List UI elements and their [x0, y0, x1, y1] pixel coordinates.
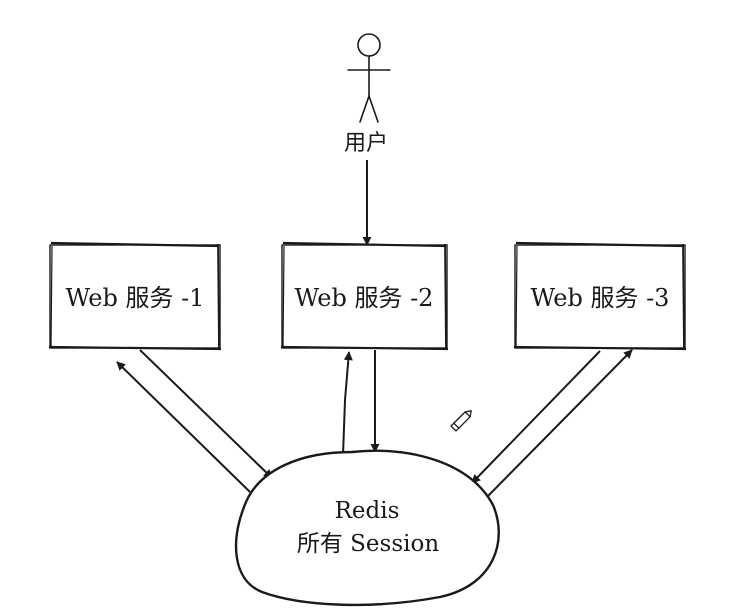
- web-service-label-3: Web 服务 -3: [531, 284, 670, 312]
- web-service-box-2: [280, 241, 449, 351]
- redis-store-shape: [234, 449, 500, 607]
- web-service-box-1: [48, 241, 222, 351]
- user-actor: [347, 33, 391, 123]
- redis-to-web3-arrow: [487, 349, 633, 497]
- redis-title: Redis: [335, 498, 400, 524]
- web1-to-redis-arrow: [139, 349, 273, 479]
- redis-to-web2-arrow: [342, 351, 353, 456]
- user-label: 用户: [344, 131, 388, 156]
- web-service-label-1: Web 服务 -1: [66, 284, 205, 312]
- web-service-box-3: [513, 241, 687, 351]
- user-icon: [347, 33, 391, 123]
- redis-to-web1-arrow: [116, 361, 251, 493]
- web3-to-redis-arrow: [471, 350, 601, 484]
- web-service-label-2: Web 服务 -2: [295, 284, 434, 312]
- redis-subtitle: 所有 Session: [297, 531, 439, 557]
- pencil-icon: [450, 410, 472, 432]
